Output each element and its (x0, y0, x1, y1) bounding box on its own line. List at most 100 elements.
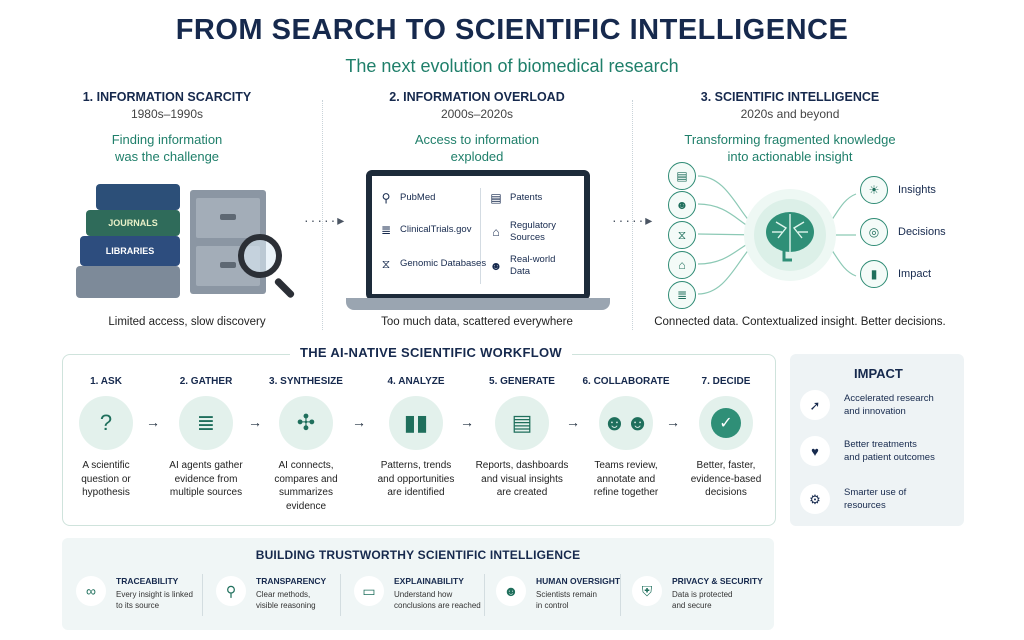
step-desc-line: A scientific (82, 460, 130, 471)
dotted-arrow-icon: ·····▸ (612, 212, 655, 228)
outcome-decisions: ◎Decisions (860, 218, 946, 246)
step-decide: 7. DECIDE ✓ Better, faster,evidence-base… (676, 376, 776, 500)
impact-label: Better treatments and patient outcomes (844, 438, 935, 464)
step-desc-line: decisions (705, 487, 747, 498)
laptop-base (346, 298, 610, 310)
workflow-title: THE AI-NATIVE SCIENTIFIC WORKFLOW (290, 345, 572, 360)
step-desc-line: hypothesis (82, 487, 130, 498)
impact-label-line: Better treatments (844, 439, 917, 450)
page-title: FROM SEARCH TO SCIENTIFIC INTELLIGENCE (175, 14, 849, 46)
impact-label-line: resources (844, 500, 886, 511)
step-desc-line: Reports, dashboards (475, 460, 569, 471)
step-label: 1. ASK (90, 376, 122, 387)
divider (632, 100, 633, 330)
step-desc-line: multiple sources (169, 487, 243, 498)
trust-desc-line: Scientists remain (536, 590, 597, 599)
trust-name: TRACEABILITY (116, 576, 179, 586)
dotted-arrow-icon: ·····▸ (304, 212, 347, 228)
impact-title: IMPACT (854, 366, 903, 381)
step-desc-line: AI connects, (278, 460, 334, 471)
source-label-line: Sources (510, 232, 545, 243)
source-genomic: ⧖ Genomic Databases (378, 258, 486, 270)
check-icon: ✓ (699, 396, 753, 450)
magnifier-icon (238, 234, 282, 278)
era-tagline-line: into actionable insight (727, 149, 853, 164)
divider (202, 574, 203, 616)
era-years: 2020s and beyond (740, 107, 840, 121)
dna-icon: ⧖ (381, 257, 391, 271)
building-icon: ⌂ (668, 251, 696, 279)
step-desc: AI agents gather evidence from multiple so… (156, 459, 256, 500)
book-libraries: LIBRARIES (80, 236, 180, 266)
outcome-insights: ☀Insights (860, 176, 936, 204)
outcome-label: Impact (898, 268, 932, 280)
step-label: 5. GENERATE (489, 376, 555, 387)
step-desc-line: Patterns, trends (380, 460, 452, 471)
book-journals: JOURNALS (86, 210, 180, 236)
source-patents: ▤Patents (488, 192, 542, 204)
book-icon (76, 266, 180, 298)
era-overload: 2. INFORMATION OVERLOAD 2000s–2020s Acce… (362, 90, 592, 165)
laptop-divider (480, 188, 481, 284)
search-icon: ⚲ (216, 576, 246, 606)
target-icon: ◎ (860, 218, 888, 246)
shield-lock-icon: ⛨ (632, 576, 662, 606)
page-subtitle: The next evolution of biomedical researc… (345, 56, 679, 76)
trust-title: BUILDING TRUSTWORTHY SCIENTIFIC INTELLIG… (255, 548, 581, 562)
step-desc-line: compares and (274, 473, 338, 485)
step-label: 7. DECIDE (701, 376, 751, 387)
person-icon: ☻ (496, 576, 526, 606)
source-label: Genomic Databases (400, 258, 487, 269)
era-caption: Connected data. Contextualized insight. … (654, 316, 946, 328)
trust-oversight: ☻ HUMAN OVERSIGHT Scientists remain in con… (496, 572, 620, 611)
step-desc-line: question or (81, 473, 131, 485)
source-label: PubMed (400, 192, 436, 203)
era-intelligence: 3. SCIENTIFIC INTELLIGENCE 2020s and bey… (660, 90, 920, 165)
source-label-line: Real-world (510, 254, 556, 265)
arrow-right-icon: → (566, 414, 580, 430)
step-desc: A scientific question or hypothesis (56, 459, 156, 500)
rocket-icon: ➚ (800, 390, 830, 420)
bar-chart-icon: ▮ (860, 260, 888, 288)
trust-desc-line: in control (536, 601, 569, 610)
source-label-line: Data (510, 266, 531, 277)
source-pubmed: ⚲PubMed (378, 192, 436, 204)
trust-name: HUMAN OVERSIGHT (536, 576, 621, 586)
trust-name: PRIVACY & SECURITY (672, 576, 763, 586)
era-title: 1. INFORMATION SCARCITY (82, 90, 252, 104)
magnifier-handle (273, 277, 296, 299)
arrow-right-icon: → (146, 414, 160, 430)
bar-chart-icon: ▮▮ (389, 396, 443, 450)
trust-name: TRANSPARENCY (256, 576, 327, 586)
trust-desc-line: visible reasoning (256, 601, 316, 610)
document-icon: ▤ (495, 396, 549, 450)
era-tagline: Transforming fragmented knowledge into a… (660, 131, 920, 165)
database-icon: ≣ (380, 223, 392, 237)
step-desc-line: evidence from (174, 473, 238, 485)
step-desc-line: AI agents gather (169, 460, 243, 471)
trust-desc: Scientists remain in control (536, 589, 620, 611)
impact-label-line: and patient outcomes (844, 452, 935, 463)
step-label: 4. ANALYZE (387, 376, 445, 387)
trust-name: EXPLAINABILITY (394, 576, 464, 586)
trust-desc: Clear methods, visible reasoning (256, 589, 326, 611)
trust-desc-line: Clear methods, (256, 590, 311, 599)
book-label: LIBRARIES (105, 246, 155, 256)
gear-icon: ⚙ (800, 484, 830, 514)
arrow-right-icon: → (352, 414, 366, 430)
trust-desc-line: Every insight is linked (116, 590, 193, 599)
step-label: 3. SYNTHESIZE (269, 376, 343, 387)
